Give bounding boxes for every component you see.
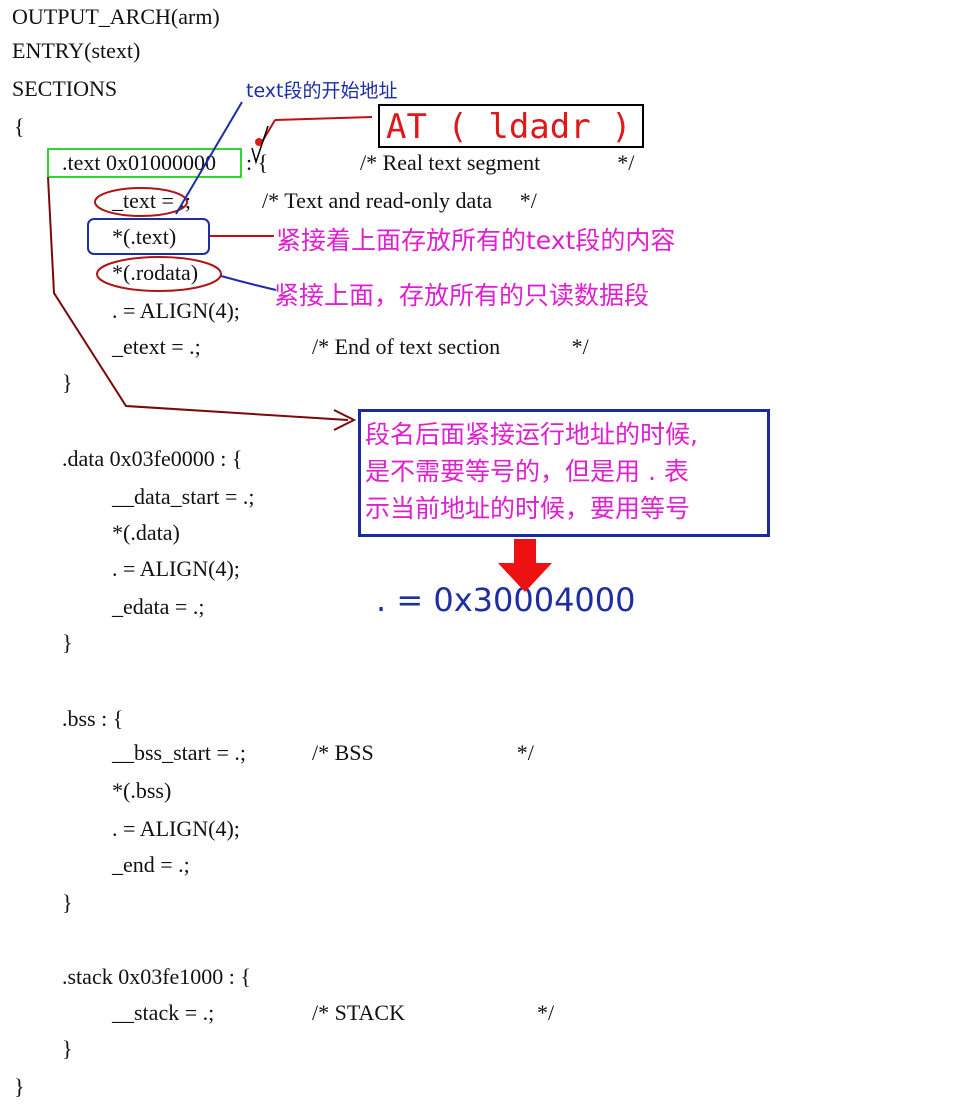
stack-comment: /* STACK */ <box>312 1000 555 1025</box>
rodata-note: 紧接上面，存放所有的只读数据段 <box>274 281 650 310</box>
etext-comment: /* End of text section */ <box>312 334 589 359</box>
at-pointer-line-1 <box>274 116 373 121</box>
text-section-name: .text 0x01000000 <box>62 150 216 175</box>
bss-start-line: __bss_start = .; <box>112 740 247 765</box>
sections-close-brace: } <box>14 1074 25 1099</box>
stack-line: __stack = .; <box>112 1000 215 1025</box>
bss-align-line: . = ALIGN(4); <box>112 816 240 841</box>
syntax-note-box: 段名后面紧接运行地址的时候, 是不需要等号的，但是用 . 表 示当前地址的时候，… <box>358 409 770 537</box>
syntax-note-line-3: 示当前地址的时候，要用等号 <box>365 494 691 523</box>
data-section-header: .data 0x03fe0000 : { <box>62 446 243 471</box>
stack-section-header: .stack 0x03fe1000 : { <box>62 964 251 989</box>
etext-line: _etext = .; <box>112 334 201 359</box>
data-start-line: __data_start = .; <box>112 484 255 509</box>
data-input-line: *(.data) <box>112 520 180 545</box>
bss-section-header: .bss : { <box>62 706 124 731</box>
text-input-line: *(.text) <box>112 224 177 249</box>
output-arch-line: OUTPUT_ARCH(arm) <box>12 4 220 29</box>
data-section-close: } <box>62 630 73 655</box>
text-start-addr-label: text段的开始地址 <box>246 80 398 102</box>
at-ldadr-box: AT ( ldadr ) <box>378 104 644 148</box>
edata-line: _edata = .; <box>112 594 205 619</box>
down-arrow-shaft <box>514 539 536 565</box>
end-line: _end = .; <box>112 852 190 877</box>
sections-line: SECTIONS <box>12 76 118 101</box>
text-section-colon-brace: : { <box>246 150 269 175</box>
data-align-line: . = ALIGN(4); <box>112 556 240 581</box>
text-start-line: _text = .; <box>112 188 192 213</box>
bss-comment: /* BSS */ <box>312 740 534 765</box>
rodata-connector <box>220 275 277 291</box>
rodata-input-line: *(.rodata) <box>112 260 199 285</box>
bss-section-close: } <box>62 890 73 915</box>
text-follow-note: 紧接着上面存放所有的text段的内容 <box>276 226 676 255</box>
at-pointer-dot <box>255 138 263 146</box>
syntax-note-line-2: 是不需要等号的，但是用 . 表 <box>365 457 689 486</box>
text-start-comment: /* Text and read-only data */ <box>262 188 537 213</box>
text-align-line: . = ALIGN(4); <box>112 298 240 323</box>
address-value: . = 0x30004000 <box>376 581 636 619</box>
text-section-comment: /* Real text segment */ <box>360 150 635 175</box>
text-section-close: } <box>62 370 73 395</box>
note-pointer-arrowhead <box>333 409 357 431</box>
entry-line: ENTRY(stext) <box>12 38 141 63</box>
bss-input-line: *(.bss) <box>112 778 172 803</box>
sections-open-brace: { <box>14 114 25 139</box>
syntax-note-line-1: 段名后面紧接运行地址的时候, <box>365 420 698 449</box>
stack-section-close: } <box>62 1036 73 1061</box>
at-pointer-line-2 <box>261 119 276 143</box>
